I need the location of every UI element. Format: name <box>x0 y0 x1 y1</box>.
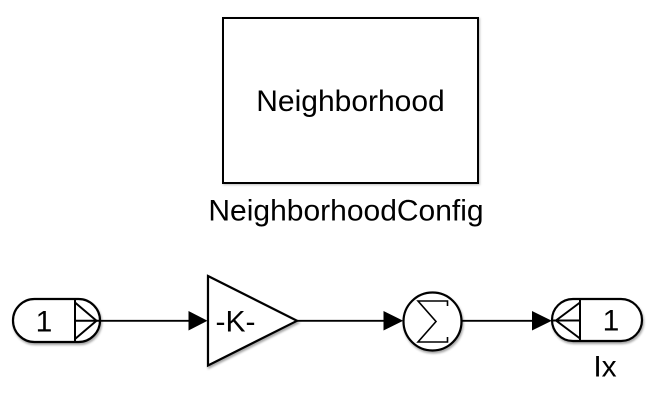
gain-block-body[interactable] <box>206 274 300 368</box>
outport-block[interactable]: 1 <box>550 297 644 343</box>
outport-name-label[interactable]: Ix <box>593 351 616 384</box>
wire-arrowhead-icon <box>188 311 208 331</box>
signal-wire-inport-to-gain[interactable] <box>99 311 208 331</box>
wire-arrowhead-icon <box>532 311 552 331</box>
outport-block-body[interactable] <box>550 297 644 343</box>
signal-wire-gain-to-sum[interactable] <box>296 311 404 331</box>
inport-block[interactable]: 1 <box>11 297 102 344</box>
sigma-symbol-icon <box>416 300 449 343</box>
subsystem-block[interactable]: Neighborhood <box>222 17 479 184</box>
subsystem-name-label[interactable]: NeighborhoodConfig <box>208 195 483 228</box>
subsystem-block-body[interactable] <box>222 17 479 184</box>
inport-port-number: 1 <box>36 306 53 339</box>
gain-block-label: -K- <box>216 306 256 339</box>
gain-block[interactable]: -K- <box>206 274 300 368</box>
signal-wire-sum-to-outport[interactable] <box>461 311 552 331</box>
wire-arrowhead-icon <box>383 311 404 331</box>
sum-block[interactable] <box>402 291 463 352</box>
subsystem-block-text: Neighborhood <box>256 85 444 118</box>
outport-port-number: 1 <box>603 305 620 338</box>
